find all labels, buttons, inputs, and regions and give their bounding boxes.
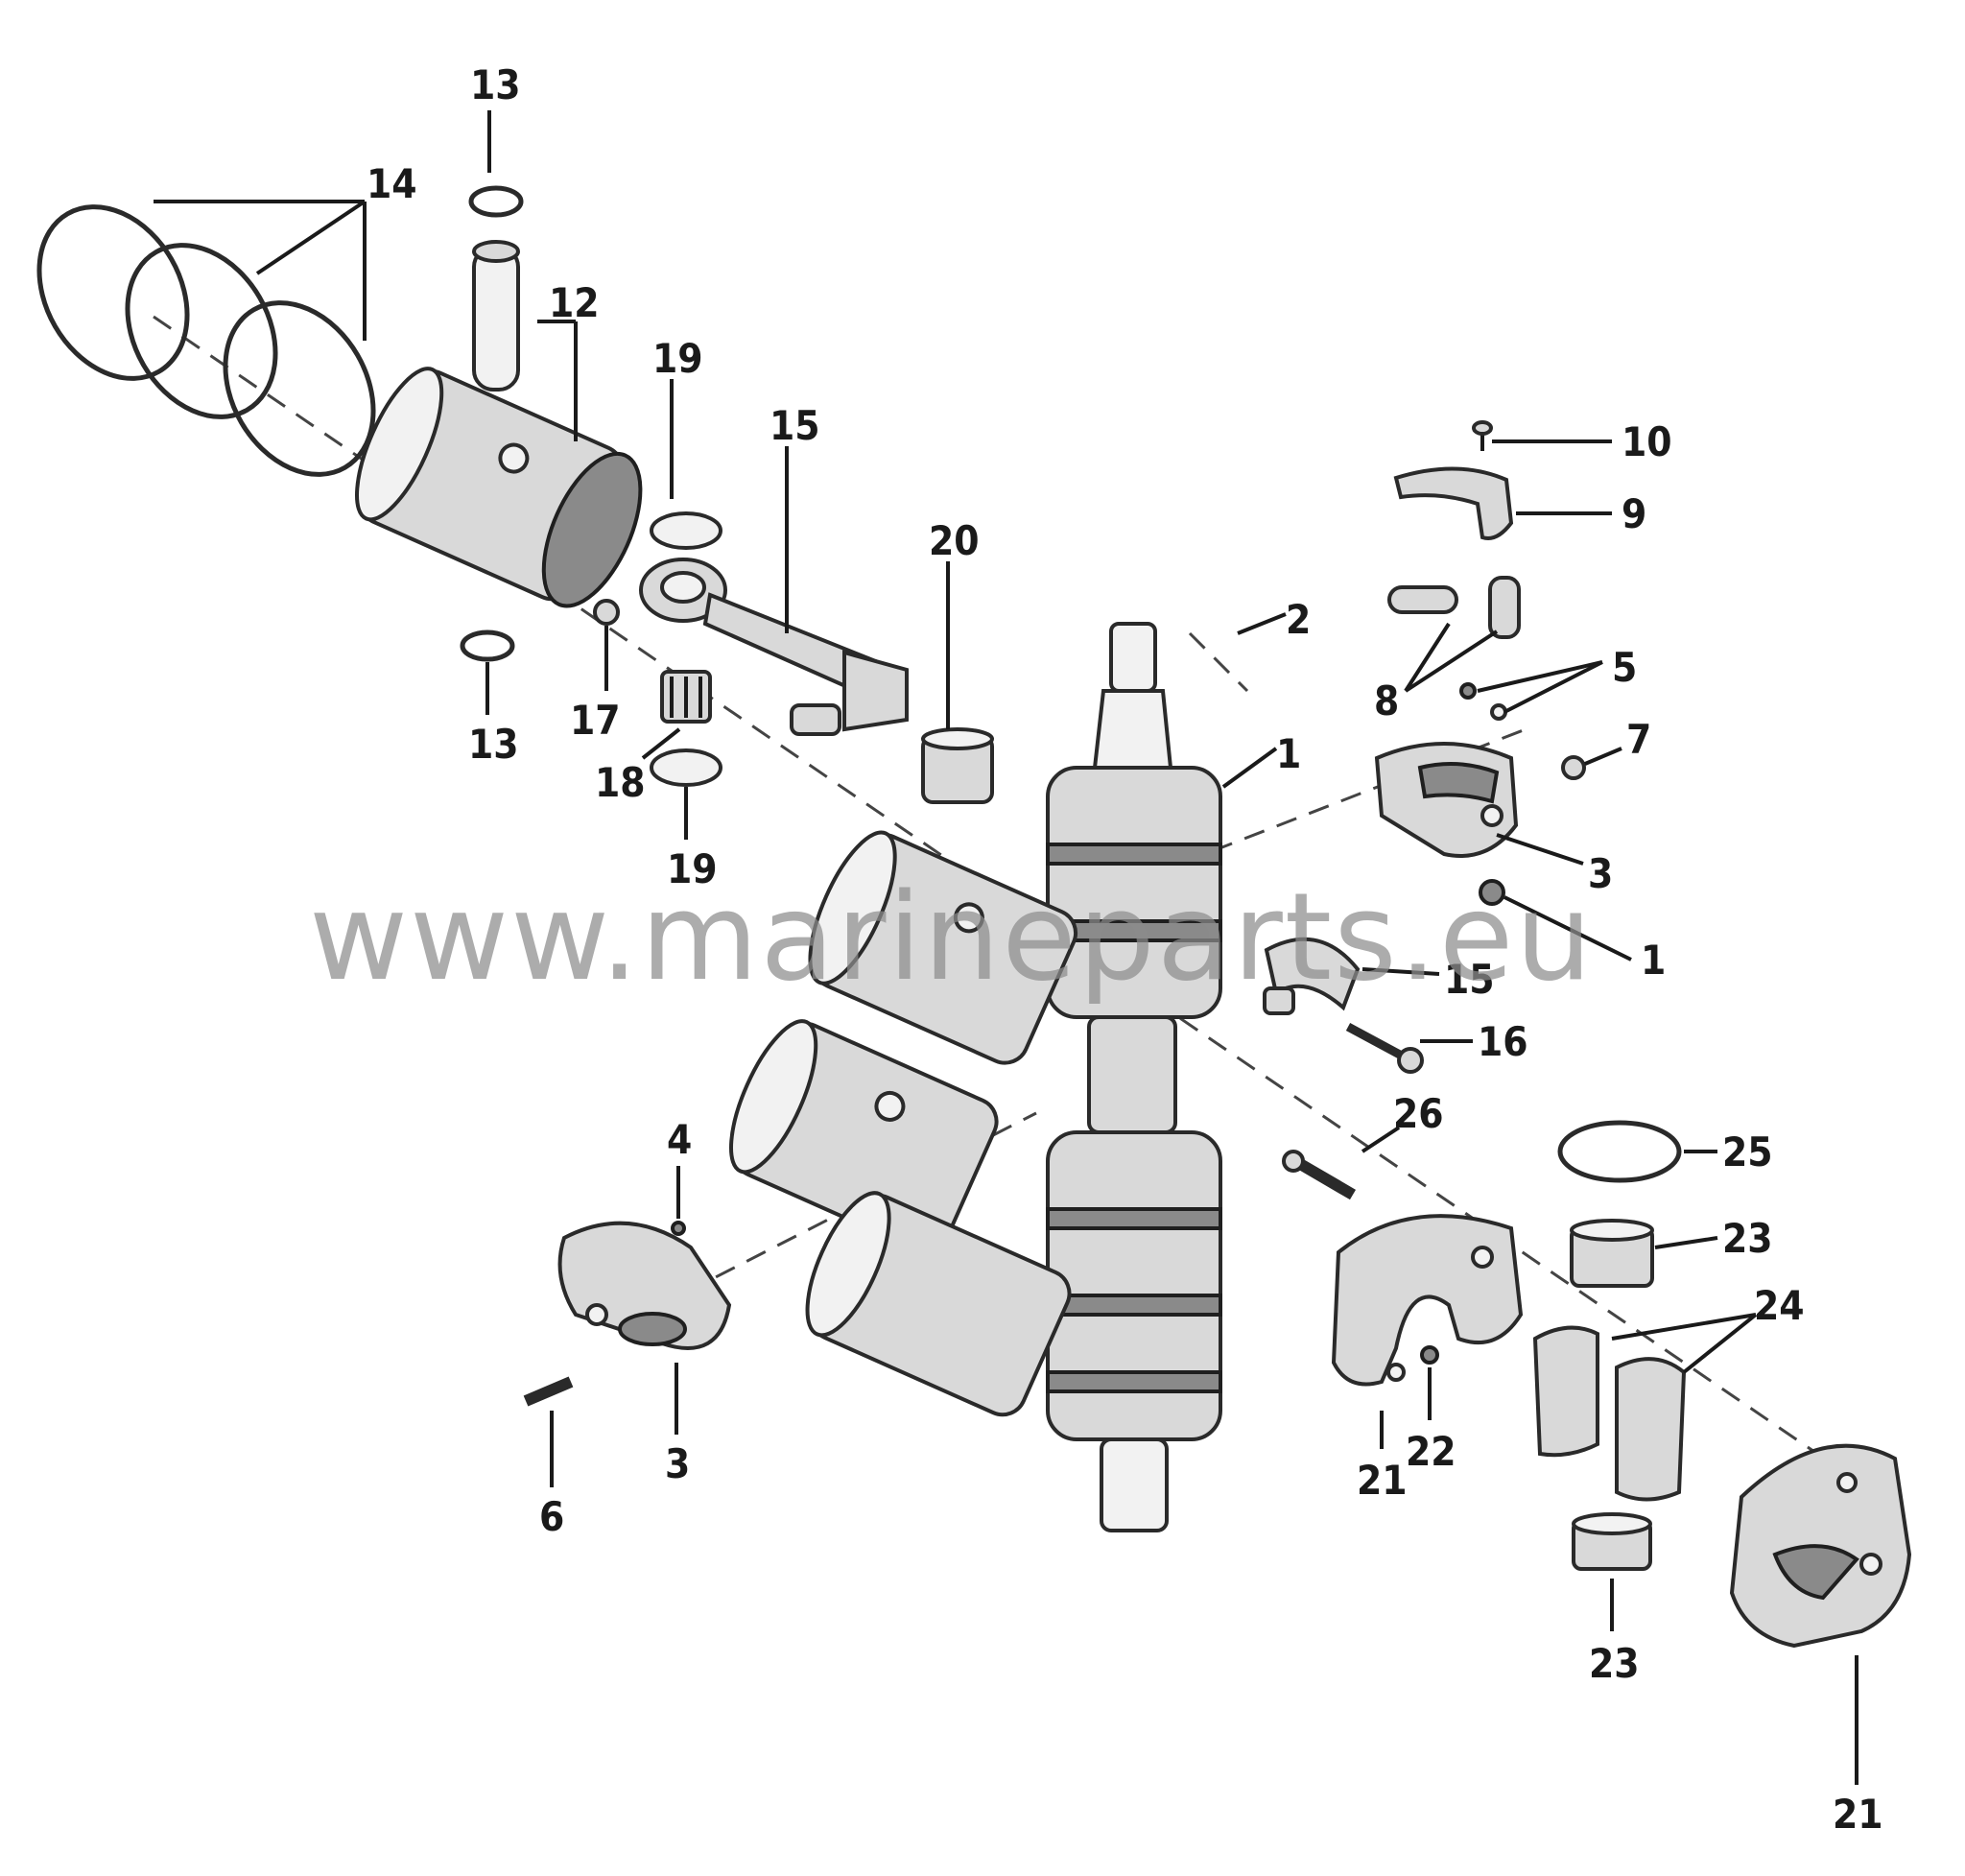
callout-26: 26 bbox=[1393, 1090, 1444, 1137]
bearing-half-15b bbox=[1263, 937, 1361, 1015]
callout-14: 14 bbox=[367, 160, 417, 207]
dowel-22 bbox=[1420, 1345, 1439, 1365]
lock-ring-lower bbox=[460, 629, 515, 662]
thrust-washer-lower bbox=[650, 748, 722, 787]
callout-10: 10 bbox=[1622, 418, 1672, 465]
main-bearing-20 bbox=[921, 727, 994, 804]
callout-2: 2 bbox=[1286, 596, 1311, 643]
locking-tab-9 bbox=[1393, 466, 1514, 540]
race-half-24a bbox=[1532, 1325, 1599, 1458]
piston-upper bbox=[354, 367, 643, 608]
callout-12: 12 bbox=[549, 279, 600, 326]
piston-lower bbox=[728, 1019, 999, 1254]
callout-labels: 13 14 12 19 15 20 2 1 10 9 8 5 7 3 1 15 … bbox=[367, 61, 1883, 1838]
callout-5: 5 bbox=[1612, 644, 1637, 691]
callout-6: 6 bbox=[539, 1493, 564, 1540]
callout-16: 16 bbox=[1478, 1018, 1528, 1065]
main-bearing-cap-21-lower bbox=[1729, 1443, 1912, 1649]
rod-cap-left bbox=[557, 1221, 732, 1350]
main-bearing-cap-21-upper bbox=[1331, 1214, 1524, 1387]
bolt-26 bbox=[1282, 1150, 1357, 1200]
piston-rings bbox=[36, 204, 376, 477]
dowel-pins-8 bbox=[1387, 576, 1521, 639]
piston-pin bbox=[472, 240, 520, 392]
needle-bearing bbox=[660, 670, 712, 724]
piston-bottom bbox=[805, 1191, 1072, 1417]
nut-7 bbox=[1561, 755, 1586, 780]
callout-19-lower: 19 bbox=[667, 845, 718, 892]
callout-25: 25 bbox=[1722, 1128, 1773, 1175]
callout-1-lower: 1 bbox=[1641, 937, 1666, 984]
callout-24: 24 bbox=[1754, 1282, 1805, 1329]
callout-15-upper: 15 bbox=[769, 402, 820, 449]
callout-17: 17 bbox=[570, 697, 621, 744]
callout-13-upper: 13 bbox=[470, 61, 521, 108]
callout-15-lower: 15 bbox=[1444, 956, 1495, 1003]
callout-8: 8 bbox=[1374, 677, 1399, 724]
callout-23-lower: 23 bbox=[1589, 1640, 1640, 1687]
lock-ring-upper bbox=[468, 185, 524, 218]
connecting-rod bbox=[639, 558, 909, 736]
callout-23-upper: 23 bbox=[1722, 1215, 1773, 1262]
crankshaft bbox=[1046, 622, 1222, 1532]
screw-6 bbox=[523, 1376, 574, 1407]
leader-lines bbox=[154, 110, 1858, 1785]
retainer-5b bbox=[1490, 703, 1507, 721]
callout-1-upper: 1 bbox=[1276, 730, 1301, 777]
pin-4 bbox=[671, 1221, 686, 1236]
bolt-16 bbox=[1345, 1023, 1424, 1074]
callout-3-left: 3 bbox=[665, 1440, 690, 1487]
callout-21-lower: 21 bbox=[1833, 1791, 1883, 1838]
nut-1 bbox=[1479, 879, 1505, 906]
callout-4: 4 bbox=[667, 1116, 692, 1163]
callout-18: 18 bbox=[595, 759, 646, 806]
callout-9: 9 bbox=[1622, 490, 1646, 537]
race-half-24b bbox=[1615, 1357, 1687, 1502]
roller-bearing-23-lower bbox=[1572, 1512, 1652, 1571]
callout-13-lower: 13 bbox=[468, 721, 519, 768]
rod-cap-right bbox=[1374, 742, 1519, 858]
thrust-washer-upper bbox=[650, 511, 722, 550]
roller-bearing-23-upper bbox=[1570, 1219, 1654, 1288]
callout-19-upper: 19 bbox=[652, 335, 703, 382]
callout-22: 22 bbox=[1406, 1428, 1456, 1475]
callout-21-center: 21 bbox=[1357, 1457, 1408, 1504]
callout-7: 7 bbox=[1626, 716, 1651, 763]
retainer-5a bbox=[1459, 682, 1477, 700]
seal-ring-25 bbox=[1557, 1120, 1682, 1183]
washer-17 bbox=[593, 599, 620, 626]
piston-middle bbox=[808, 830, 1078, 1065]
callout-20: 20 bbox=[929, 517, 980, 564]
watermark: www.marineparts.eu bbox=[309, 867, 1594, 1008]
callout-3-right: 3 bbox=[1588, 850, 1613, 897]
screw-10 bbox=[1472, 420, 1493, 451]
